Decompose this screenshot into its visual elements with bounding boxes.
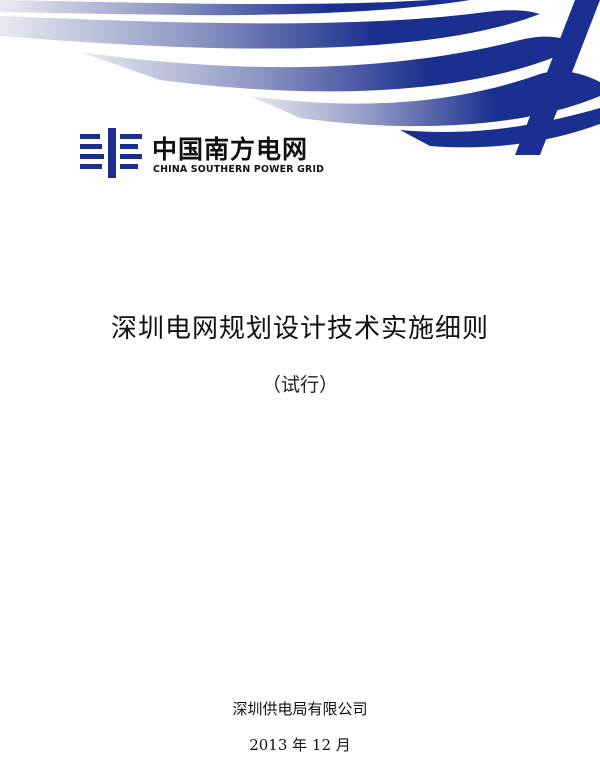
wave-band-1 (0, 0, 470, 16)
logo-name-chinese: 中国南方电网 (152, 135, 309, 164)
issuing-organization: 深圳供电局有限公司 (232, 700, 368, 718)
wave-band-4 (250, 71, 600, 127)
wave-band-5 (400, 108, 600, 148)
issue-date: 2013 年 12 月 (249, 736, 351, 754)
document-title: 深圳电网规划设计技术实施细则 (110, 314, 489, 344)
header-wave-decoration (0, 0, 600, 155)
wave-band-2 (0, 10, 540, 49)
tower-stroke (515, 0, 600, 155)
company-logo: 中国南方电网 CHINA SOUTHERN POWER GRID (80, 128, 350, 180)
wave-band-3 (80, 36, 580, 92)
grid-emblem-icon (80, 128, 142, 178)
document-subtitle: （试行） (261, 374, 338, 396)
logo-name-english: CHINA SOUTHERN POWER GRID (153, 164, 325, 175)
